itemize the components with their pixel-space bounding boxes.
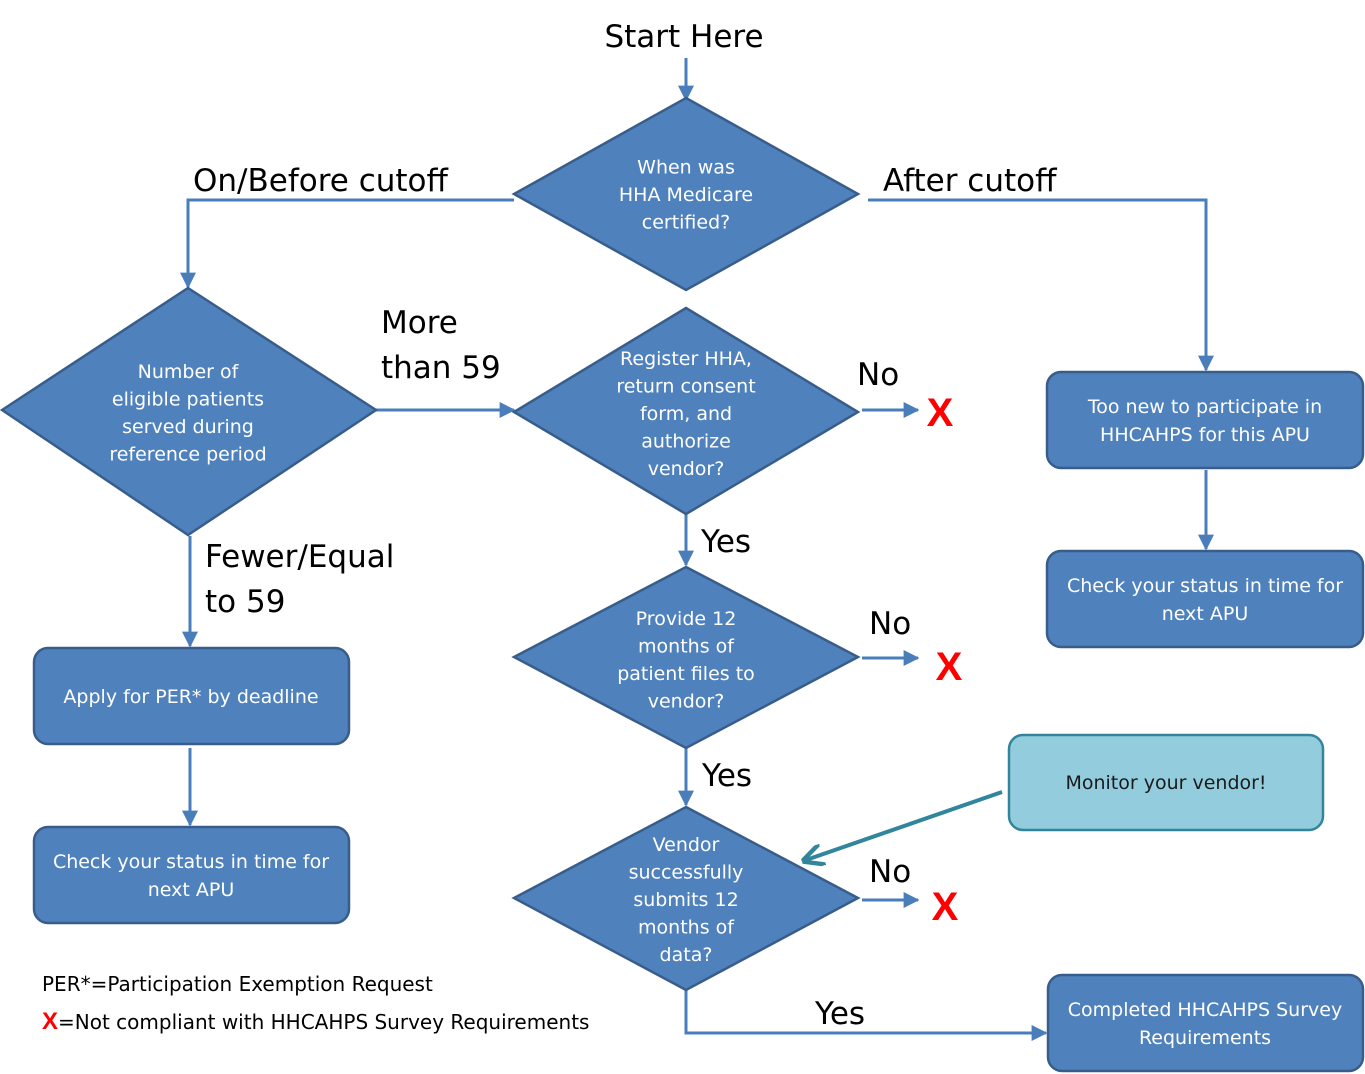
label-on-before-cutoff: On/Before cutoff xyxy=(193,163,449,199)
node-text-line: data? xyxy=(660,944,713,966)
decision-provide-text: Provide 12 months of patient files to vendo… xyxy=(617,608,755,713)
label-no-provide: No xyxy=(869,606,911,642)
decision-vendor-submits: Vendor successfully submits 12 months of dat… xyxy=(511,805,861,992)
legend-x-symbol: X xyxy=(42,1008,58,1035)
decision-vendor-submits-shape xyxy=(511,805,861,992)
label-yes-vendor: Yes xyxy=(814,996,865,1032)
node-text-line: When was xyxy=(637,157,735,179)
decision-register-shape xyxy=(511,306,861,516)
label-after-cutoff: After cutoff xyxy=(883,163,1057,199)
decision-register: Register HHA, return consent form, and auth… xyxy=(511,306,861,516)
decision-provide-shape xyxy=(511,565,861,750)
node-text-line: served during xyxy=(122,416,254,438)
connector-certified-to-patients xyxy=(180,198,514,289)
legend-per-definition: PER*=Participation Exemption Request xyxy=(42,972,433,996)
node-text-line: Vendor xyxy=(653,834,720,856)
node-text-line: next APU xyxy=(1162,603,1249,625)
node-text-line: HHA Medicare xyxy=(619,184,753,206)
node-text-line: Number of xyxy=(138,361,240,383)
box-too-new-text: Too new to participate in HHCAHPS for thi… xyxy=(1087,396,1322,446)
box-completed-shape xyxy=(1046,973,1365,1073)
decision-patients-text: Number of eligible patients served during r… xyxy=(109,361,266,466)
label-yes-provide: Yes xyxy=(701,758,752,794)
label-more-than-59-line-2: than 59 xyxy=(381,350,501,386)
node-text-line: vendor? xyxy=(648,690,725,712)
connectors xyxy=(180,58,1214,1041)
node-text-line: vendor? xyxy=(648,458,725,480)
x-mark-vendor: X xyxy=(932,885,959,929)
connector-monitor-to-vendor xyxy=(806,790,1003,860)
box-too-new: Too new to participate in HHCAHPS for thi… xyxy=(1045,370,1365,470)
node-text-line: Check your status in time for xyxy=(53,851,329,873)
node-text-line: submits 12 xyxy=(633,889,738,911)
box-check-status-left-shape xyxy=(32,825,351,925)
node-text-line: Completed HHCAHPS Survey xyxy=(1068,999,1342,1021)
label-no-vendor: No xyxy=(869,854,911,890)
box-monitor-vendor-shape xyxy=(1007,733,1325,832)
box-apply-per-text: Apply for PER* by deadline xyxy=(63,686,318,708)
node-text-line: eligible patients xyxy=(112,388,264,410)
box-check-status-left: Check your status in time for next APU xyxy=(32,825,351,925)
legend-x-definition-line: X=Not compliant with HHCAHPS Survey Requ… xyxy=(42,1008,589,1035)
node-text-line: Check your status in time for xyxy=(1067,575,1343,597)
x-mark-register: X xyxy=(927,391,954,435)
node-text-line: Requirements xyxy=(1139,1027,1271,1049)
box-monitor-vendor-text: Monitor your vendor! xyxy=(1065,772,1266,794)
node-text-line: next APU xyxy=(148,879,235,901)
label-no-register: No xyxy=(857,357,899,393)
node-text-line: Provide 12 xyxy=(636,608,737,630)
box-monitor-vendor: Monitor your vendor! xyxy=(1007,733,1325,832)
box-check-status-left-text: Check your status in time for next APU xyxy=(53,851,329,901)
decision-patients-shape xyxy=(0,286,379,537)
label-fewer-equal-59-line-1: Fewer/Equal xyxy=(205,539,394,575)
node-text-line: Register HHA, xyxy=(620,348,752,370)
label-more-than-59-line-1: More xyxy=(381,305,458,341)
decision-provide: Provide 12 months of patient files to vendo… xyxy=(511,565,861,750)
label-yes-register: Yes xyxy=(700,524,751,560)
node-text-line: form, and xyxy=(640,403,732,425)
node-text-line: HHCAHPS for this APU xyxy=(1100,424,1310,446)
node-text-line: certified? xyxy=(642,212,730,234)
decision-register-text: Register HHA, return consent form, and auth… xyxy=(616,348,755,480)
box-apply-per-shape xyxy=(32,646,351,746)
node-text-line: Apply for PER* by deadline xyxy=(63,686,318,708)
connector-certified-to-too-new xyxy=(868,198,1214,372)
node-text-line: months of xyxy=(638,917,735,939)
node-text-line: authorize xyxy=(641,431,731,453)
decision-vendor-submits-text: Vendor successfully submits 12 months of dat… xyxy=(629,834,744,966)
connector-vendor-to-completed xyxy=(684,990,1048,1041)
x-mark-provide: X xyxy=(936,645,963,689)
node-text-line: Too new to participate in xyxy=(1087,396,1322,418)
node-text-line: successfully xyxy=(629,862,744,884)
node-text-line: Monitor your vendor! xyxy=(1065,772,1266,794)
start-label: Start Here xyxy=(604,19,763,55)
box-check-status-right: Check your status in time for next APU xyxy=(1045,549,1365,649)
box-check-status-right-shape xyxy=(1045,549,1365,649)
box-check-status-right-text: Check your status in time for next APU xyxy=(1067,575,1343,625)
node-text-line: patient files to xyxy=(617,663,755,685)
box-too-new-shape xyxy=(1045,370,1365,470)
node-text-line: months of xyxy=(638,635,735,657)
decision-patients: Number of eligible patients served during r… xyxy=(0,286,379,537)
legend-x-definition: =Not compliant with HHCAHPS Survey Requi… xyxy=(58,1010,589,1034)
legend: PER*=Participation Exemption Request X=N… xyxy=(42,972,589,1035)
node-text-line: reference period xyxy=(109,443,266,465)
box-apply-per: Apply for PER* by deadline xyxy=(32,646,351,746)
label-fewer-equal-59-line-2: to 59 xyxy=(205,584,285,620)
decision-certified-shape xyxy=(511,96,861,292)
node-text-line: return consent xyxy=(616,376,755,398)
